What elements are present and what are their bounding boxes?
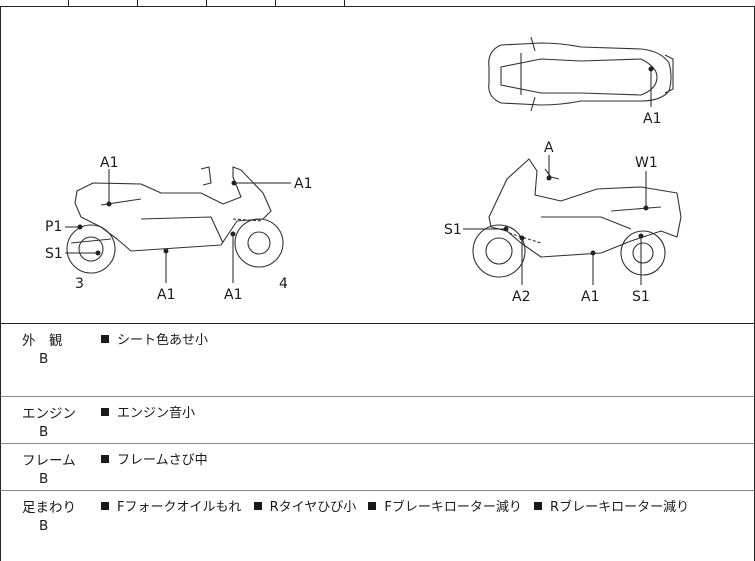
scooter-diagram-svg: A1 A1 P1 S1 3 A1 A1 4 A1 A W1 S1 A2 A1 S… [45,36,682,305]
row-category: エンジン [22,406,76,422]
label-right-rear-shock: S1 [632,289,650,305]
top-view-scooter-illustration [488,36,674,112]
row-grade: B [39,471,49,487]
label-right-front-fork: S1 [444,222,462,238]
bullet-square-icon [101,502,109,510]
label-top-seat: A1 [643,111,661,127]
label-left-rear-wheel: 3 [75,276,84,292]
row-frame: フレーム B フレームさび中 [0,444,755,491]
right-side-scooter-illustration [472,158,682,278]
row-notes: Fフォークオイルもれ Rタイヤひび小 Fブレーキローター減り Rブレーキローター… [101,496,697,515]
row-category: フレーム [22,453,76,469]
label-left-front-upper: A1 [100,155,118,171]
row-grade: B [39,424,49,440]
label-left-rear-body: P1 [45,219,62,235]
row-category: 足まわり [22,500,76,516]
left-side-scooter-illustration [66,166,284,274]
bullet-square-icon [253,502,262,510]
bullet-square-icon [368,502,377,510]
label-right-screen: W1 [635,155,658,171]
label-left-muffler: S1 [45,246,63,262]
label-left-front-wheel: 4 [279,276,288,292]
row-grade: B [39,351,49,367]
bullet-square-icon [534,502,543,510]
label-left-cowl: A1 [294,176,312,192]
label-right-floor: A1 [581,289,599,305]
label-right-front-lower: A2 [512,289,530,305]
row-notes: フレームさび中 [101,449,216,468]
row-suspension: 足まわり B Fフォークオイルもれ Rタイヤひび小 Fブレーキローター減り Rブ… [0,491,755,561]
row-category: 外 観 [22,333,63,349]
label-left-floor: A1 [157,287,175,303]
damage-diagram: A1 A1 P1 S1 3 A1 A1 4 A1 A W1 S1 A2 A1 S… [0,7,755,324]
row-notes: シート色あせ小 [101,329,216,348]
row-notes: エンジン音小 [101,402,203,421]
row-engine: エンジン B エンジン音小 [0,397,755,444]
label-right-handle: A [544,140,554,156]
row-grade: B [39,518,49,534]
top-table-edge [0,0,755,7]
label-left-front-fork: A1 [224,287,242,303]
bullet-square-icon [101,408,109,416]
row-exterior: 外 観 B シート色あせ小 [0,324,755,397]
bullet-square-icon [101,335,109,343]
bullet-square-icon [101,455,109,463]
